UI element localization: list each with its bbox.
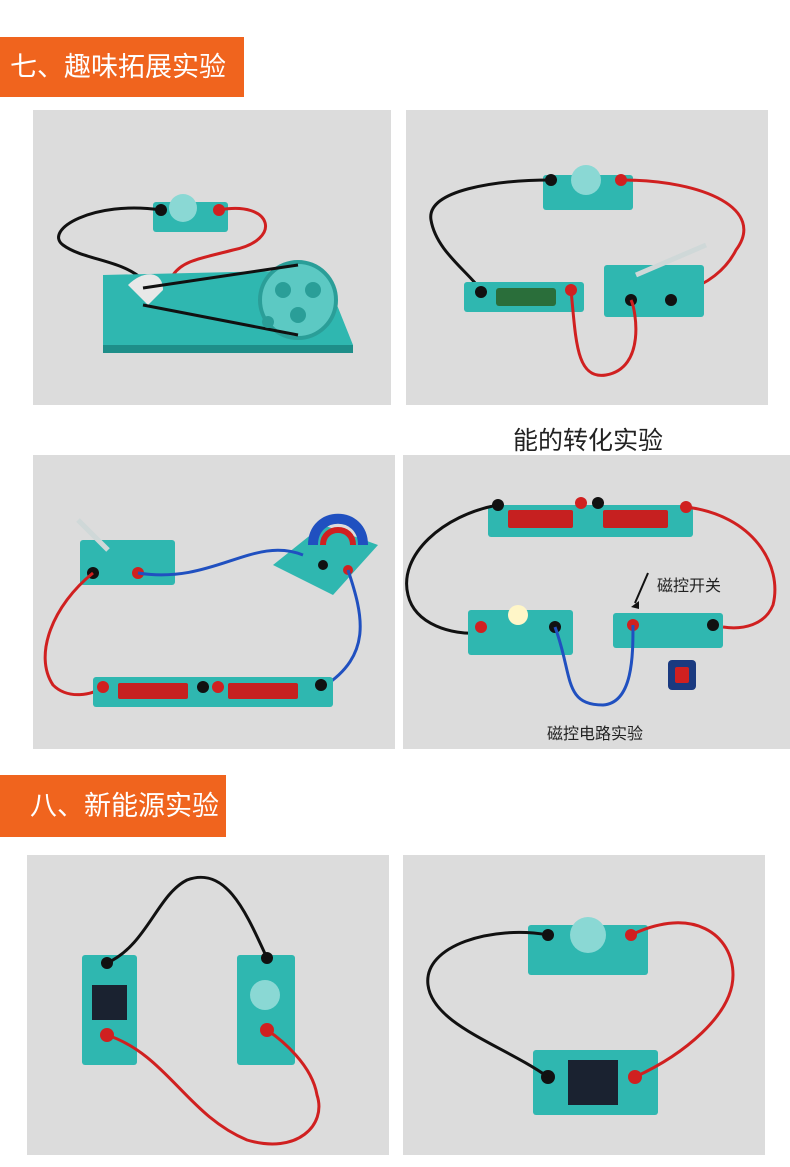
caption-magnetic-switch: 磁控开关 [657,576,722,595]
fan-circuit-illustration [429,165,746,377]
photo-magnet-circuit [33,455,395,749]
section-banner-fun: 七、趣味拓展实验 [0,37,244,97]
section-banner-energy: 八、新能源实验 [0,775,226,837]
magnet-circuit-illustration [43,513,378,707]
solar-fan-illustration-1 [82,876,321,1146]
solar-fan-illustration-2 [426,917,735,1115]
caption-energy-conversion: 能的转化实验 [513,426,664,455]
section-title-fun: 七、趣味拓展实验 [10,51,226,83]
magnetic-switch-illustration [405,497,777,707]
caption-magnetic-circuit: 磁控电路实验 [547,724,644,743]
photo-generator-fan [33,110,391,405]
photo-solar-fan-2 [403,855,765,1155]
generator-fan-illustration [57,194,353,353]
photo-fan-circuit [406,110,768,405]
photo-solar-fan-1 [27,855,389,1155]
section-title-energy: 八、新能源实验 [30,790,219,822]
photo-magnetic-switch-circuit [403,455,790,749]
